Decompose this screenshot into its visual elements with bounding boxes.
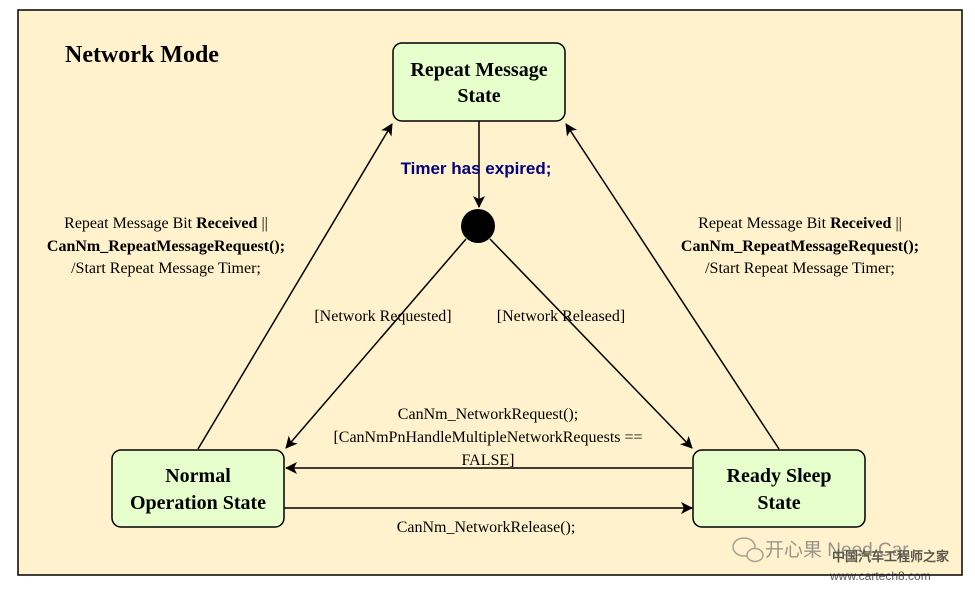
network-release-label: CanNm_NetworkRelease(); [397,519,576,536]
network-request-label-line1: CanNm_NetworkRequest(); [398,406,578,423]
repeat-message-state-line2: State [457,85,500,107]
right-repeat-label-line2: CanNm_RepeatMessageRequest(); [681,238,919,255]
watermark: 开心果 Need Car 中国汽车工程师之家 www.cartech8.com [732,537,950,583]
ready-sleep-state-line2: State [757,492,800,514]
arrow-normal-to-repeat [197,123,393,450]
normal-operation-state-line2: Operation State [130,492,266,514]
normal-operation-state-line1: Normal [165,465,231,487]
right-repeat-label-line3: /Start Repeat Message Timer; [705,260,895,277]
right-repeat-label-line1: Repeat Message Bit Received || [698,215,902,232]
repeat-message-state-line1: Repeat Message [410,59,547,81]
choice-node [461,209,495,243]
left-repeat-label-line2: CanNm_RepeatMessageRequest(); [47,238,285,255]
ready-sleep-state: Ready Sleep State [692,449,866,528]
wechat-icon [732,537,764,563]
watermark-text: 开心果 Need Car [765,540,909,561]
watermark-site-url: www.cartech8.com [829,569,931,583]
left-repeat-label-line3: /Start Repeat Message Timer; [71,260,261,277]
right-repeat-transition-label: Repeat Message Bit Received || CanNm_Rep… [681,215,919,277]
arrow-network-requested [285,238,467,449]
network-requested-label: [Network Requested] [314,308,451,325]
diagram-title: Network Mode [65,42,219,68]
network-request-transition-label: CanNm_NetworkRequest(); [CanNmPnHandleMu… [333,406,642,469]
normal-operation-state: Normal Operation State [111,449,285,528]
arrow-ready-to-repeat [565,123,780,450]
network-request-label-line3: FALSE] [461,452,514,469]
watermark-site-cn: 中国汽车工程师之家 [832,549,950,564]
left-repeat-label-line1: Repeat Message Bit Received || [64,215,268,232]
network-released-label: [Network Released] [497,308,625,325]
network-request-label-line2: [CanNmPnHandleMultipleNetworkRequests == [333,429,642,446]
timer-expired-label: Timer has expired; [401,159,552,178]
left-repeat-transition-label: Repeat Message Bit Received || CanNm_Rep… [47,215,285,277]
arrow-network-released [489,238,693,449]
ready-sleep-state-line1: Ready Sleep [727,465,832,487]
repeat-message-state: Repeat Message State [392,42,566,122]
